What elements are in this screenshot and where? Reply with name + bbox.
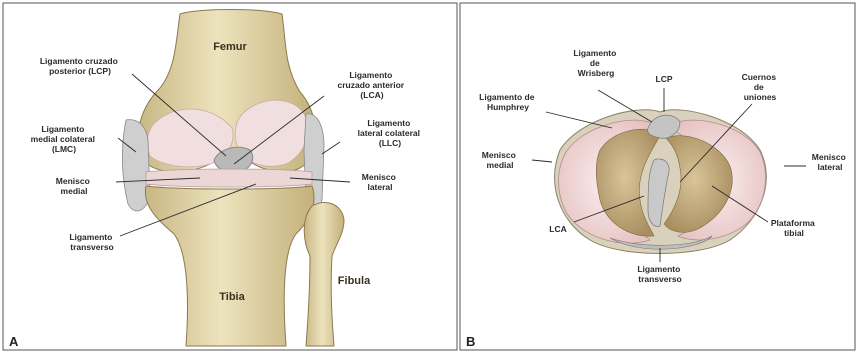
label-lig-transverso-a: Ligamento transverso: [69, 232, 114, 252]
label-menisco-medial-b: Menisco medial: [482, 150, 518, 170]
label-lmc: Ligamento medial colateral (LMC): [31, 124, 98, 154]
label-menisco-lateral-a: Menisco lateral: [362, 172, 398, 192]
label-humphrey: Ligamento de Humphrey: [479, 92, 537, 112]
label-tibia: Tibia: [219, 291, 245, 303]
label-femur: Femur: [213, 41, 247, 53]
panel-b-letter: B: [466, 334, 475, 349]
label-lcp-b: LCP: [656, 74, 673, 84]
label-lca-a: Ligamento cruzado anterior (LCA): [338, 70, 407, 100]
meniscus-band: [146, 169, 312, 187]
label-menisco-medial-a: Menisco medial: [56, 176, 92, 196]
label-wrisberg: Ligamento de Wrisberg: [573, 48, 618, 78]
panel-a-letter: A: [9, 334, 19, 349]
label-lig-transverso-b: Ligamento transverso: [637, 264, 682, 284]
label-cuernos: Cuernos de uniones: [742, 72, 779, 102]
panel-b-plateau: [555, 110, 767, 254]
label-menisco-lateral-b: Menisco lateral: [812, 152, 848, 172]
label-lcp-a: Ligamento cruzado posterior (LCP): [40, 56, 120, 76]
label-fibula: Fibula: [338, 275, 371, 287]
label-plataforma: Plataforma tibial: [771, 218, 817, 238]
tibia-shape: [145, 186, 314, 346]
label-llc: Ligamento lateral colateral (LLC): [358, 118, 423, 148]
label-lca-b: LCA: [549, 224, 566, 234]
